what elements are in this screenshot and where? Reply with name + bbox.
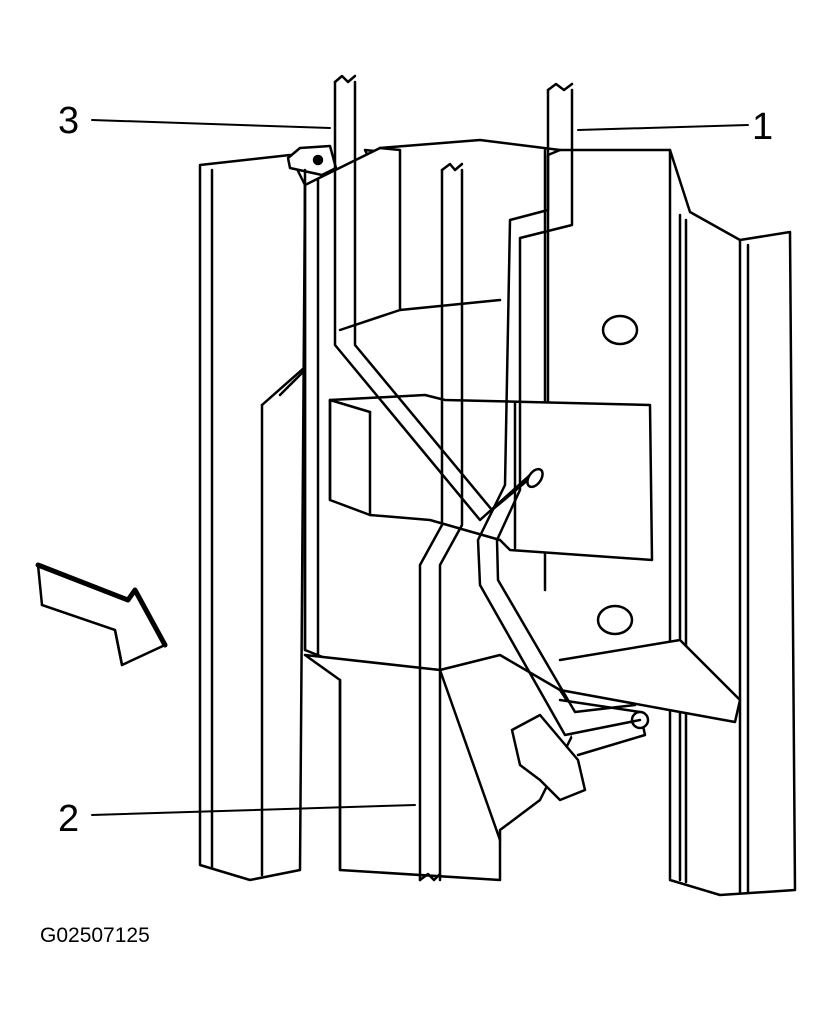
pipe-3 <box>333 74 544 522</box>
callout-3: 3 <box>58 100 80 142</box>
right-panel <box>558 148 797 897</box>
callout-1: 1 <box>752 106 774 148</box>
pipe-1 <box>476 82 642 737</box>
callout-2: 2 <box>58 798 80 840</box>
leader-lines <box>91 119 749 816</box>
pipe-2 <box>418 162 464 882</box>
studs <box>596 314 639 636</box>
view-direction-arrow-icon <box>35 562 168 667</box>
bottom-panel <box>303 653 582 882</box>
figure-code: G02507125 <box>40 924 150 947</box>
left-panel <box>198 153 342 882</box>
